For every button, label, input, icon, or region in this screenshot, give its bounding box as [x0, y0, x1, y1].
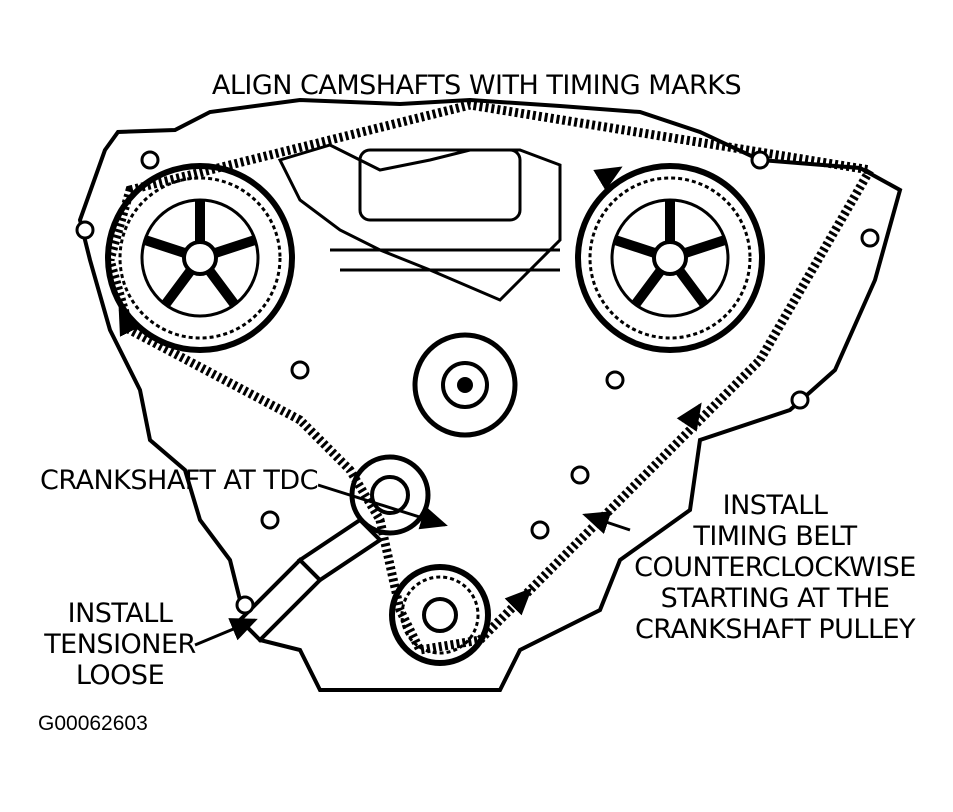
install-tensioner-line: LOOSE — [75, 660, 165, 691]
install-belt-line: STARTING AT THE — [660, 583, 890, 614]
install-belt-label: INSTALL TIMING BELT COUNTERCLOCKWISE STA… — [630, 490, 920, 645]
install-tensioner-line: TENSIONER — [44, 629, 196, 660]
install-belt-line: TIMING BELT — [693, 521, 857, 552]
timing-belt — [105, 100, 878, 655]
left-camshaft-sprocket — [105, 163, 295, 353]
diagram-title: ALIGN CAMSHAFTS WITH TIMING MARKS — [211, 70, 742, 101]
install-tensioner-label: INSTALL TENSIONER LOOSE — [40, 598, 200, 691]
direction-arrows — [118, 166, 702, 616]
tensioner-assembly — [237, 517, 384, 643]
water-pump-pulley — [412, 332, 518, 438]
crankshaft-label: CRANKSHAFT AT TDC — [40, 465, 319, 496]
housing-rib — [330, 248, 560, 272]
install-belt-line: COUNTERCLOCKWISE — [634, 552, 916, 583]
right-camshaft-sprocket — [575, 163, 765, 353]
engine-housing — [277, 143, 562, 302]
crankshaft-sprocket — [389, 564, 491, 666]
engine-outline — [77, 97, 903, 692]
install-belt-line: INSTALL — [722, 490, 828, 521]
install-tensioner-line: INSTALL — [67, 598, 173, 629]
install-belt-line: CRANKSHAFT PULLEY — [634, 614, 916, 645]
figure-id: G00062603 — [38, 712, 148, 735]
bolt-holes — [75, 150, 880, 615]
oil-filter-housing — [358, 148, 522, 222]
leader-lines — [194, 483, 631, 647]
